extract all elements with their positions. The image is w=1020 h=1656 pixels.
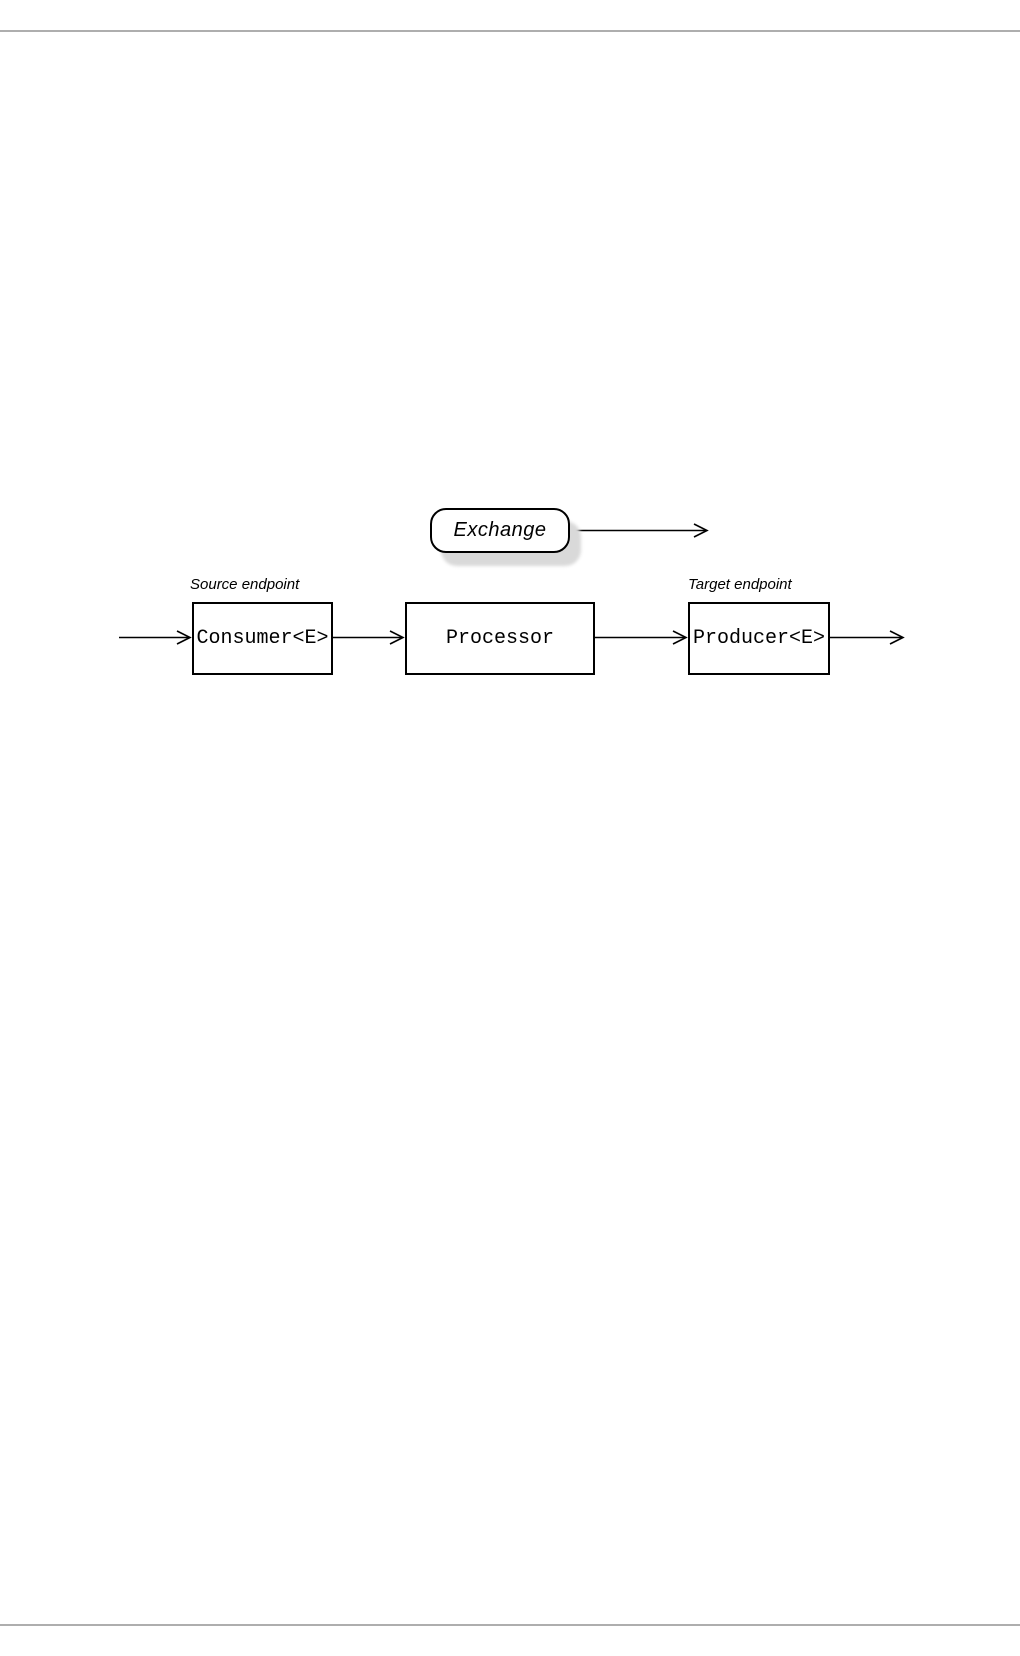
outgoing-arrow	[830, 630, 905, 645]
incoming-arrow	[119, 630, 192, 645]
consumer-label: Consumer<E>	[196, 627, 329, 650]
processor-node: Processor	[405, 602, 595, 675]
source-endpoint-label: Source endpoint	[190, 576, 300, 593]
footer-rule	[0, 1624, 1020, 1626]
target-endpoint-label: Target endpoint	[688, 576, 792, 593]
producer-label: Producer<E>	[692, 627, 826, 650]
exchange-node: Exchange	[430, 508, 570, 553]
processor-label: Processor	[445, 627, 555, 650]
producer-node: Producer<E>	[688, 602, 830, 675]
exchange-arrow	[570, 523, 709, 538]
header-rule	[0, 30, 1020, 32]
processor-to-producer-arrow	[595, 630, 688, 645]
consumer-to-processor-arrow	[333, 630, 405, 645]
consumer-node: Consumer<E>	[192, 602, 333, 675]
exchange-label: Exchange	[453, 519, 547, 541]
